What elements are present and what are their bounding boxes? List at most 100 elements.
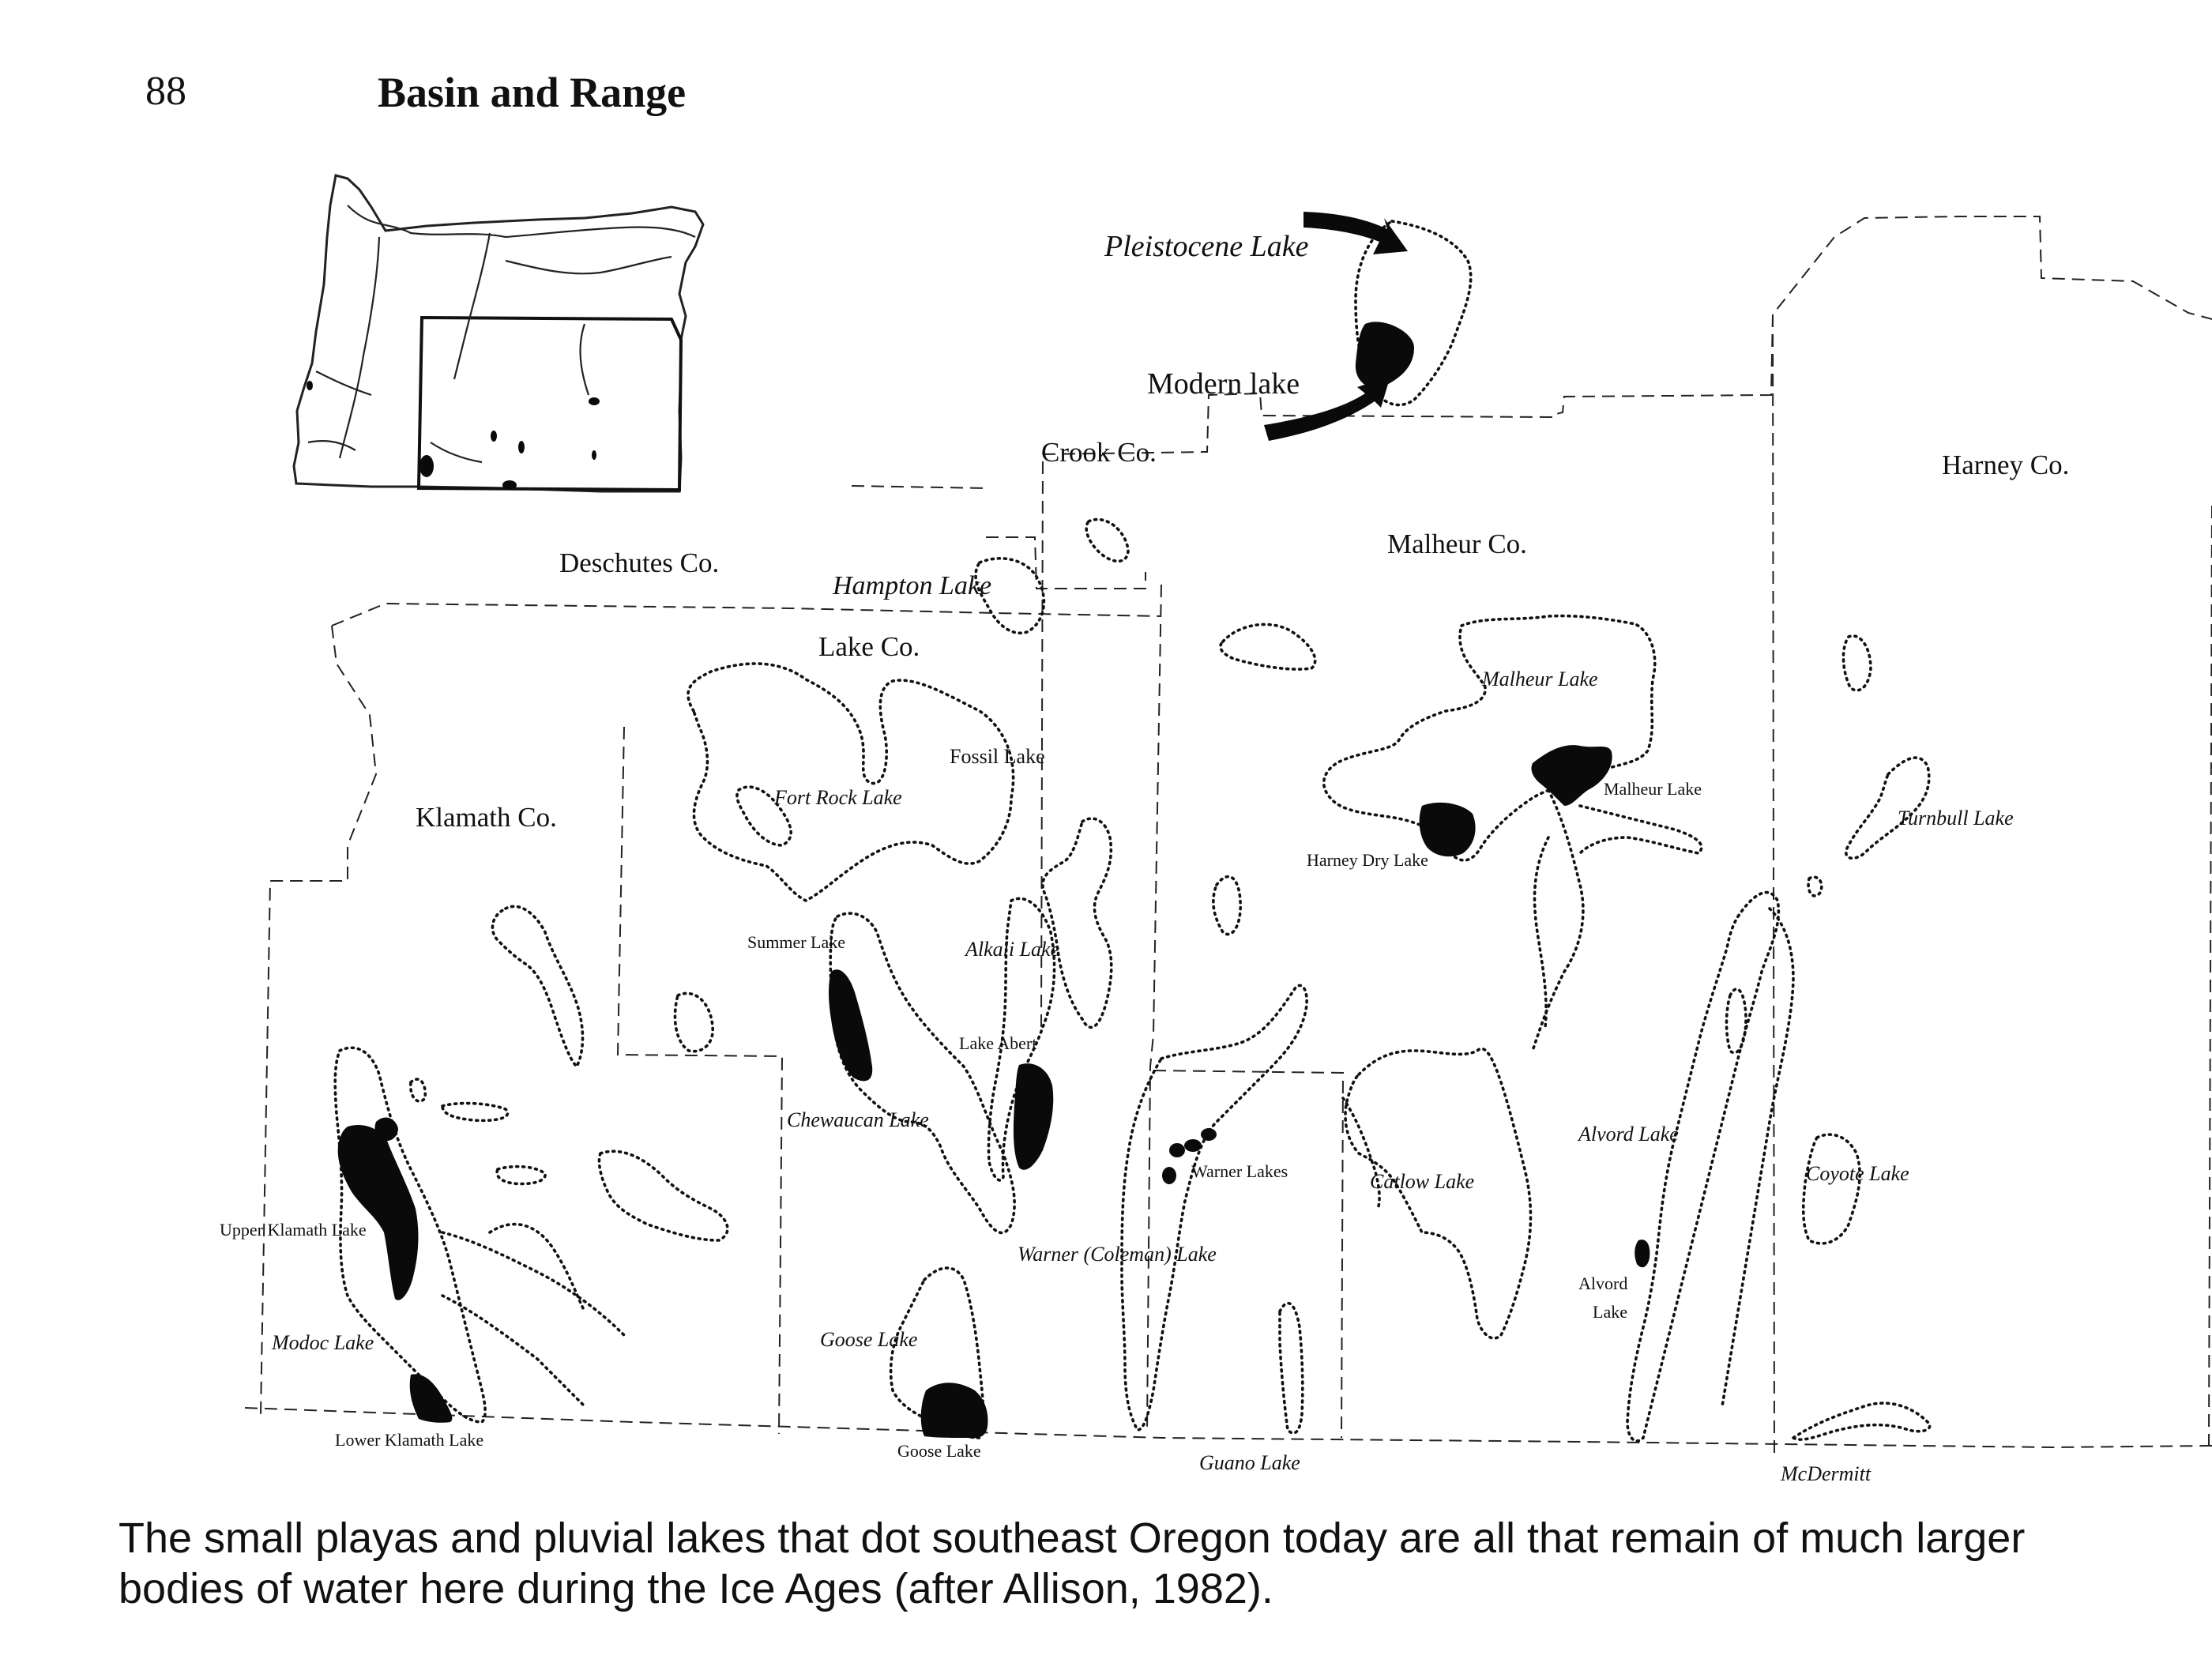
coyote-lake-label: Coyote Lake xyxy=(1806,1162,1909,1185)
catlow-lake-label: Catlow Lake xyxy=(1370,1170,1474,1193)
alvord-lake-modern xyxy=(1635,1240,1650,1268)
catlow-lake-outline xyxy=(1344,1047,1533,1340)
klamath-north-lake-outline xyxy=(491,905,585,1068)
hampton-lake-label: Hampton Lake xyxy=(832,571,991,600)
alvord-lake-modern-label-line2: Lake xyxy=(1593,1302,1627,1322)
klamath-west xyxy=(260,625,378,1415)
legend-modern-lake-label: Modern lake xyxy=(1147,367,1300,401)
pleistocene-lake-arrow-icon xyxy=(1304,212,1408,254)
coyote-lake-outline xyxy=(1801,1133,1861,1245)
klamath-small-lake-2 xyxy=(441,1101,510,1123)
lake-abert-pleistocene-outline xyxy=(987,897,1056,1182)
alvord-lake-modern-label-line1: Alvord xyxy=(1578,1274,1627,1293)
idaho-border xyxy=(2208,505,2212,1447)
pleistocene-lakes xyxy=(333,220,1932,1443)
legend-arrows xyxy=(1264,212,1408,441)
alkali-lake-outline xyxy=(1041,817,1113,1029)
harney-dry-lake-modern xyxy=(1419,802,1476,857)
warner-lake-modern-1 xyxy=(1169,1143,1185,1157)
oregon-inset-map xyxy=(292,174,705,493)
klamath-small-lake-1 xyxy=(409,1078,427,1103)
deschutes-crook-line xyxy=(851,485,988,489)
legend-pleistocene-lake-shape xyxy=(1354,220,1473,407)
lower-klamath-lake-modern xyxy=(409,1374,453,1423)
warner-lake-modern-3 xyxy=(1201,1128,1217,1141)
lake-county-north xyxy=(331,602,1162,626)
harney-east-arm xyxy=(1578,804,1703,855)
goose-lake-modern-label: Goose Lake xyxy=(897,1441,981,1461)
inset-upper-klamath-dot xyxy=(419,455,434,477)
klamath-small-lake-3 xyxy=(495,1164,547,1186)
warner-coleman-lake-label: Warner (Coleman) Lake xyxy=(1018,1243,1217,1266)
deschutes-county-label: Deschutes Co. xyxy=(559,547,719,578)
modern-lake-arrow-icon xyxy=(1264,376,1390,441)
inset-john-day-river xyxy=(505,255,672,275)
small-lake-lake-co-center xyxy=(1212,875,1242,936)
small-lake-crook xyxy=(1085,517,1130,563)
warner-lakes-label: Warner Lakes xyxy=(1191,1161,1288,1181)
inset-willamette-river xyxy=(338,236,381,459)
inset-coast-dot xyxy=(307,381,313,390)
upper-klamath-north-lobe xyxy=(374,1117,398,1142)
modoc-upper-klamath-outline xyxy=(333,1046,487,1424)
klamath-east-lake xyxy=(597,1149,729,1242)
figure-caption: The small playas and pluvial lakes that … xyxy=(118,1513,2157,1614)
mcdermitt-lake-outline xyxy=(1792,1401,1932,1441)
hampton-notch xyxy=(986,536,1146,589)
turnbull-lake-label: Turnbull Lake xyxy=(1898,807,2014,830)
lower-klamath-lake-label: Lower Klamath Lake xyxy=(335,1430,483,1450)
inset-klamath-stream xyxy=(430,442,483,464)
alvord-east-arm xyxy=(1721,907,1795,1408)
page-number: 88 xyxy=(145,69,186,114)
fort-rock-inner-outline xyxy=(735,785,792,847)
malheur-county-label: Malheur Co. xyxy=(1387,529,1527,559)
klamath-lake-line xyxy=(616,726,784,1435)
modoc-lake-label: Modoc Lake xyxy=(271,1331,374,1354)
inset-coast-stream xyxy=(315,371,372,397)
running-head: Basin and Range xyxy=(378,69,687,116)
nevada-border xyxy=(244,1407,2212,1449)
malheur-channel-south xyxy=(1531,788,1585,1052)
malheur-lake-pleistocene-label: Malheur Lake xyxy=(1481,668,1598,690)
lake-county-label: Lake Co. xyxy=(818,631,920,662)
hampton-lake-outline xyxy=(974,557,1046,635)
malheur-lake-modern xyxy=(1531,745,1612,806)
inset-rogue-stream xyxy=(307,440,356,451)
malheur-lake-modern-label: Malheur Lake xyxy=(1604,779,1702,799)
inset-snake-tributary xyxy=(579,323,590,396)
upper-klamath-lake-modern xyxy=(337,1125,419,1300)
summer-lake-label: Summer Lake xyxy=(747,932,845,952)
inset-columbia-river xyxy=(347,205,696,239)
inset-study-area-box xyxy=(416,315,683,492)
modern-lakes xyxy=(337,322,1650,1439)
alvord-lake-outline xyxy=(1626,890,1780,1443)
fort-rock-fossil-lake-outline xyxy=(687,662,1015,902)
harney-dry-lake-label: Harney Dry Lake xyxy=(1307,850,1428,870)
summer-lake-modern xyxy=(829,969,873,1082)
oregon-outline xyxy=(292,174,705,493)
guano-lake-label: Guano Lake xyxy=(1199,1451,1300,1474)
klamath-county-label: Klamath Co. xyxy=(416,802,557,833)
goose-lake-modern xyxy=(920,1383,988,1439)
guano-lake-outline xyxy=(1278,1301,1304,1435)
small-lake-klamath-north xyxy=(673,991,714,1053)
alvord-inner-arm xyxy=(1725,988,1747,1055)
legend-pleistocene-lake-label: Pleistocene Lake xyxy=(1104,230,1309,263)
mcdermitt-label: McDermitt xyxy=(1780,1462,1872,1485)
upper-klamath-lake-label: Upper Klamath Lake xyxy=(220,1220,367,1240)
legend-modern-lake-shape xyxy=(1355,322,1414,389)
inset-abert-dot xyxy=(518,441,525,453)
warner-lake-modern-4 xyxy=(1162,1167,1176,1184)
lake-abert-modern xyxy=(1013,1063,1054,1170)
alvord-lake-pleistocene-label: Alvord Lake xyxy=(1577,1123,1679,1146)
inset-goose-dot xyxy=(502,480,517,490)
caption-line-1: The small playas and pluvial lakes that … xyxy=(118,1514,2026,1562)
chewaucan-lake-label: Chewaucan Lake xyxy=(787,1108,929,1131)
small-lake-malheur-west xyxy=(1219,623,1317,671)
inset-malheur-dot xyxy=(589,397,600,405)
catlow-west-arm xyxy=(1341,1097,1381,1210)
inset-summer-lake-dot xyxy=(491,431,497,442)
lake-county-east xyxy=(1146,584,1162,1431)
southeast-oregon-pluvial-lakes-map: Pleistocene Lake Modern lake Crook Co. H… xyxy=(220,174,2212,1485)
